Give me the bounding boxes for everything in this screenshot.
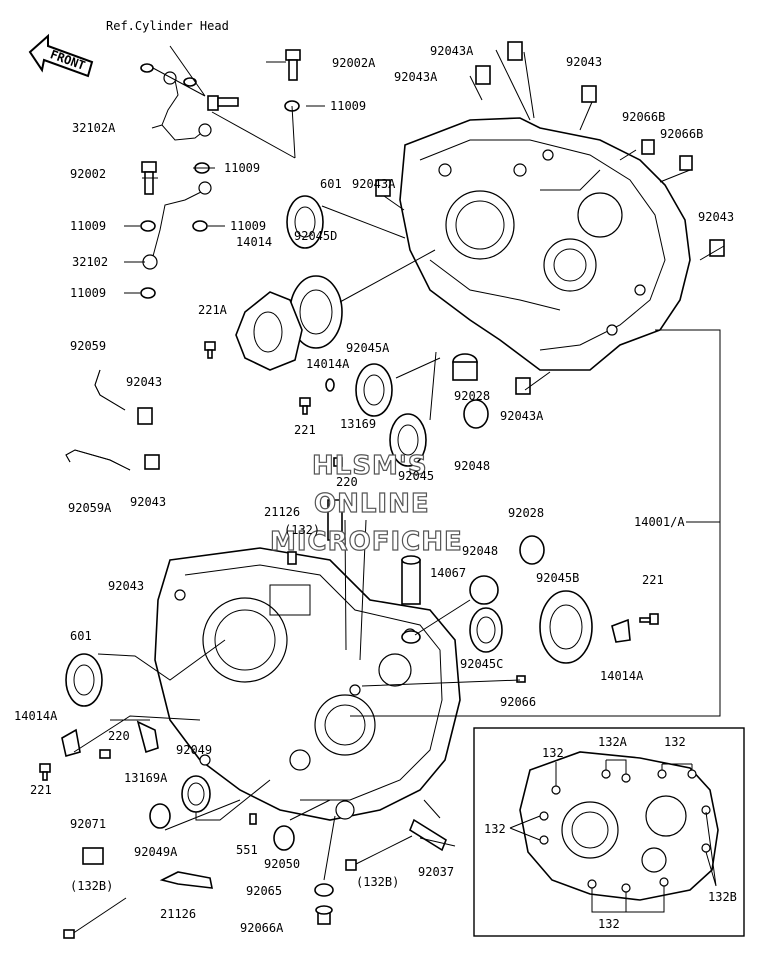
bolt-ref [207,95,239,111]
label-14067: 14067 [430,566,466,580]
label-601: 601 [320,177,342,191]
label-92043A: 92043A [394,70,438,84]
bearing-92045A [355,363,393,417]
label-92043: 92043 [108,579,144,593]
label-14014A: 14014A [14,709,58,723]
upper-crankcase [399,117,691,371]
label-14001A: 14001/A [634,515,685,529]
label-92066: 92066 [500,695,536,709]
label-92028: 92028 [508,506,544,520]
part-labels: Ref.Cylinder Head 92002A 11009 32102A 92… [14,19,737,935]
label-21126: 21126 [264,505,300,519]
label-92066B: 92066B [660,127,703,141]
label-92059: 92059 [70,339,106,353]
label-92065: 92065 [246,884,282,898]
label-92045A: 92045A [346,341,390,355]
label-14014A: 14014A [306,357,350,371]
front-arrow-icon: FRONT [28,33,94,78]
label-92066A: 92066A [240,921,284,935]
label-14014: 14014 [236,235,272,249]
label-92002: 92002 [70,167,106,181]
label-11009: 11009 [230,219,266,233]
label-551: 551 [236,843,258,857]
watermark-line-3: MICROFICHE [270,527,463,557]
label-92043A: 92043A [500,409,544,423]
label-132B: (132B) [70,879,113,893]
inset-label-132A: 132A [598,735,628,749]
leader-lines [73,45,725,881]
label-92043: 92043 [126,375,162,389]
inset-crankcase [509,751,719,913]
label-92048: 92048 [454,459,490,473]
label-92045C: 92045C [460,657,503,671]
label-92049A: 92049A [134,845,178,859]
label-92045B: 92045B [536,571,579,585]
bearing-92045 [389,413,427,467]
inset-label-132: 132 [484,822,506,836]
watermark: HLSM'S ONLINE MICROFICHE [269,450,463,557]
watermark-line-1: HLSM'S [312,451,428,481]
label-221A: 221A [198,303,228,317]
label-11009: 11009 [224,161,260,175]
label-32102: 32102 [72,255,108,269]
label-221: 221 [642,573,664,587]
bearing-601-bottom [65,653,103,707]
label-132: (132) [284,523,320,537]
inset-label-132: 132 [664,735,686,749]
label-92043A: 92043A [430,44,474,58]
label-11009: 11009 [330,99,366,113]
label-92043: 92043 [130,495,166,509]
label-14014A: 14014A [600,669,644,683]
label-221: 221 [294,423,316,437]
plate-14014 [235,291,303,371]
label-221: 221 [30,783,52,797]
label-92049: 92049 [176,743,212,757]
label-11009: 11009 [70,286,106,300]
bolt-92002A [285,49,301,81]
label-13169: 13169 [340,417,376,431]
inset-label-132: 132 [542,746,564,760]
label-92043A: 92043A [352,177,396,191]
label-92043: 92043 [698,210,734,224]
label-601: 601 [70,629,92,643]
label-92048: 92048 [462,544,498,558]
bearing-601-top [286,195,324,249]
label-13169A: 13169A [124,771,168,785]
label-220: 220 [108,729,130,743]
watermark-line-2: ONLINE [314,489,430,519]
label-92037: 92037 [418,865,454,879]
label-220: 220 [336,475,358,489]
label-92002A: 92002A [332,56,376,70]
label-92043: 92043 [566,55,602,69]
label-11009: 11009 [70,219,106,233]
label-21126: 21126 [160,907,196,921]
inset-label-132: 132 [598,917,620,931]
label-92045: 92045 [398,469,434,483]
label-92071: 92071 [70,817,106,831]
label-92066B: 92066B [622,110,665,124]
ref-cylinder-head-label: Ref.Cylinder Head [106,19,229,33]
bolt-92002 [141,161,157,195]
label-92050: 92050 [264,857,300,871]
label-32102A: 32102A [72,121,116,135]
label-92045D: 92045D [294,229,337,243]
label-92028: 92028 [454,389,490,403]
inset-label-132B: 132B [708,890,737,904]
bearing-92045C [469,607,503,653]
label-132B: (132B) [356,875,399,889]
bearing-92045B [539,590,593,664]
label-92059A: 92059A [68,501,112,515]
